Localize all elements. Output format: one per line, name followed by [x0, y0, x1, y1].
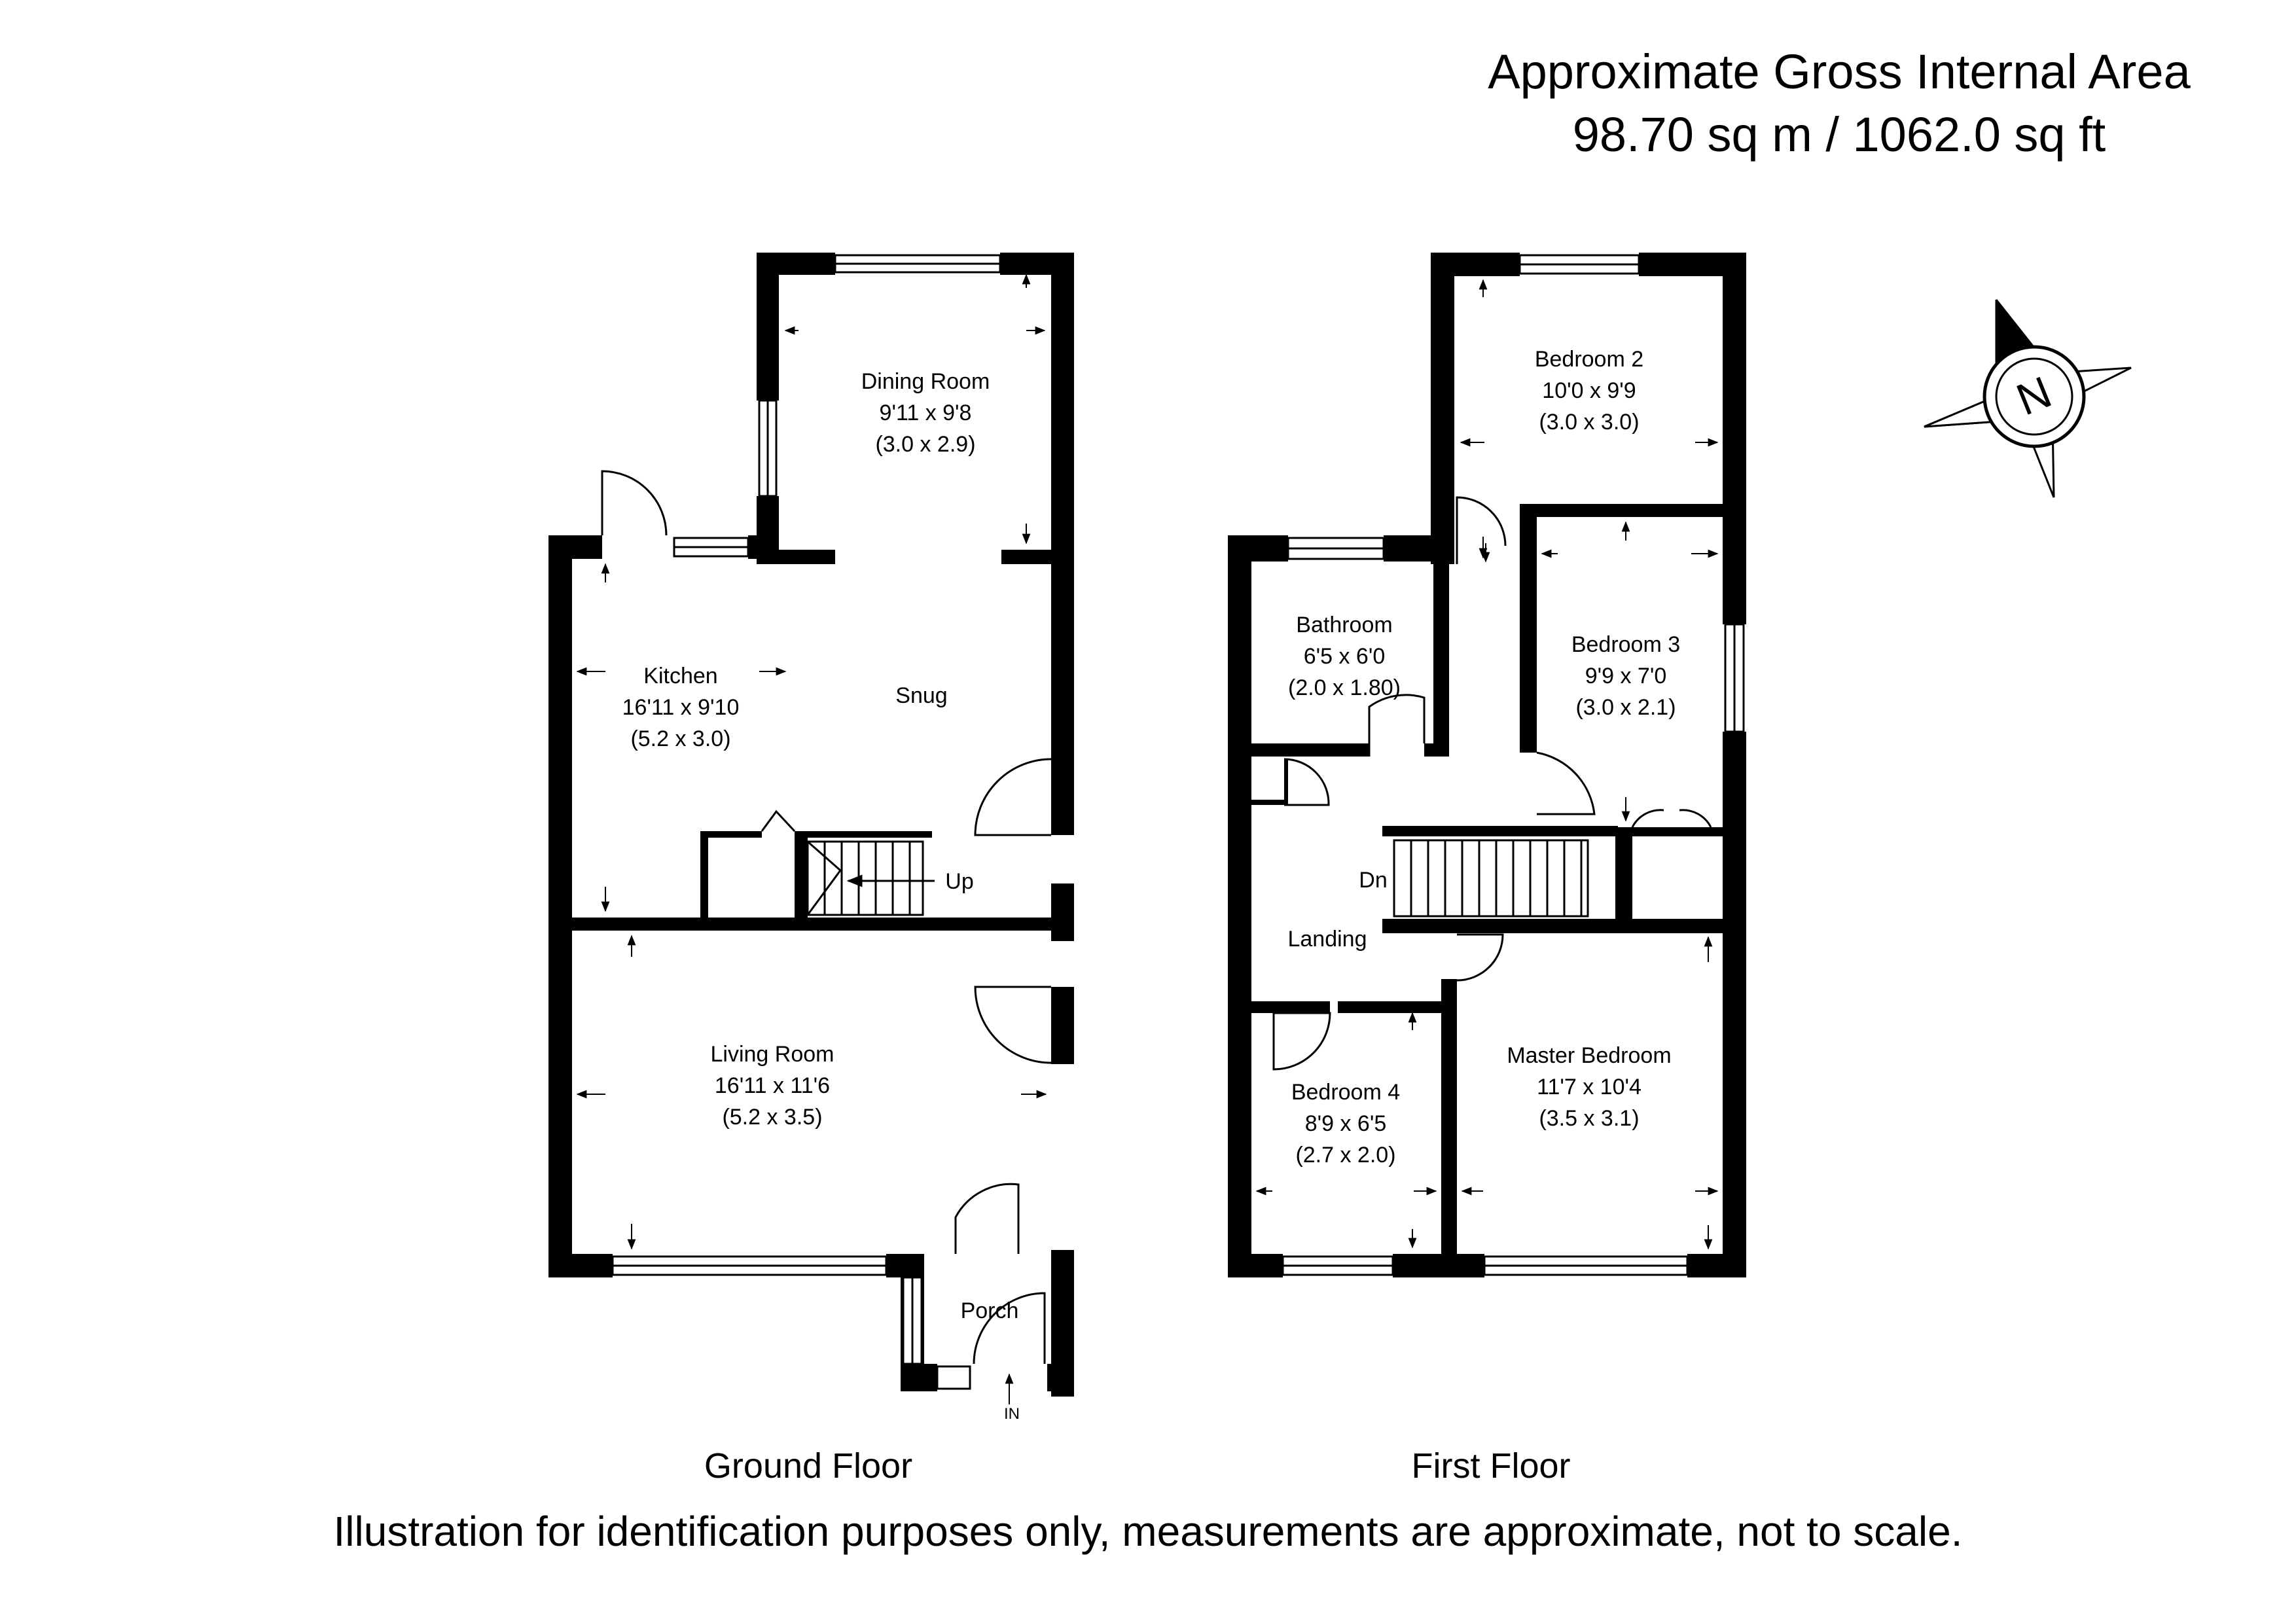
dining-room-name: Dining Room — [861, 369, 990, 394]
kitchen-imperial: 16'11 x 9'10 — [622, 695, 740, 720]
master-bedroom-metric: (3.5 x 3.1) — [1539, 1106, 1639, 1131]
living-room-metric: (5.2 x 3.5) — [722, 1105, 822, 1130]
bedroom-3-name: Bedroom 3 — [1571, 632, 1680, 657]
master-bedroom-imperial: 11'7 x 10'4 — [1537, 1075, 1641, 1099]
first-floor-windows — [1282, 254, 1745, 1276]
bathroom-metric: (2.0 x 1.80) — [1288, 675, 1401, 700]
stairs-down-label: Dn — [1359, 868, 1387, 893]
bathroom-name: Bathroom — [1296, 613, 1392, 637]
ground-floor-walls — [548, 253, 1074, 1397]
bedroom-4-imperial: 8'9 x 6'5 — [1305, 1111, 1387, 1136]
bedroom-4-metric: (2.7 x 2.0) — [1295, 1143, 1395, 1168]
first-floor-doors — [1272, 496, 1712, 1071]
kitchen-name: Kitchen — [643, 664, 717, 688]
bedroom-3-imperial: 9'9 x 7'0 — [1585, 664, 1667, 688]
first-floor-plan: Bedroom 2 10'0 x 9'9 (3.0 x 3.0) Bathroo… — [1228, 253, 1746, 1277]
living-room-name: Living Room — [711, 1042, 834, 1067]
kitchen-metric: (5.2 x 3.0) — [630, 726, 730, 751]
landing-name: Landing — [1287, 927, 1367, 952]
ground-floor-windows — [611, 254, 1001, 1390]
ground-floor-plan: Dining Room 9'11 x 9'8 (3.0 x 2.9) Kitch… — [548, 253, 1074, 1423]
area-value: 98.70 sq m / 1062.0 sq ft — [1572, 107, 2106, 162]
area-title: Approximate Gross Internal Area — [1488, 45, 2191, 99]
first-floor-staircase — [1393, 839, 1589, 918]
first-floor-dimension-arrows — [1255, 279, 1719, 1250]
master-bedroom-name: Master Bedroom — [1507, 1043, 1671, 1068]
ground-floor-doors — [601, 470, 1052, 1364]
porch-name: Porch — [961, 1298, 1019, 1323]
entrance-label: IN — [1004, 1405, 1020, 1423]
bathroom-imperial: 6'5 x 6'0 — [1304, 644, 1386, 669]
ground-floor-staircase — [806, 840, 935, 916]
area-header: Approximate Gross Internal Area 98.70 sq… — [1453, 41, 2225, 166]
ground-floor-label: Ground Floor — [704, 1446, 913, 1486]
ground-floor-dimension-arrows — [576, 274, 1047, 1404]
bedroom-3-metric: (3.0 x 2.1) — [1575, 695, 1676, 720]
bedroom-2-metric: (3.0 x 3.0) — [1539, 410, 1639, 435]
bedroom-4-name: Bedroom 4 — [1291, 1080, 1400, 1105]
dining-room-metric: (3.0 x 2.9) — [875, 432, 975, 457]
stairs-up-label: Up — [945, 869, 973, 894]
first-floor-walls — [1228, 253, 1746, 1277]
bedroom-2-imperial: 10'0 x 9'9 — [1542, 378, 1636, 403]
first-floor-label: First Floor — [1411, 1446, 1571, 1486]
dining-room-imperial: 9'11 x 9'8 — [880, 401, 972, 425]
compass-icon: N — [1924, 299, 2132, 498]
disclaimer: Illustration for identification purposes… — [333, 1508, 1963, 1555]
living-room-imperial: 16'11 x 11'6 — [715, 1073, 830, 1098]
snug-name: Snug — [895, 683, 947, 708]
bedroom-2-name: Bedroom 2 — [1535, 347, 1643, 372]
